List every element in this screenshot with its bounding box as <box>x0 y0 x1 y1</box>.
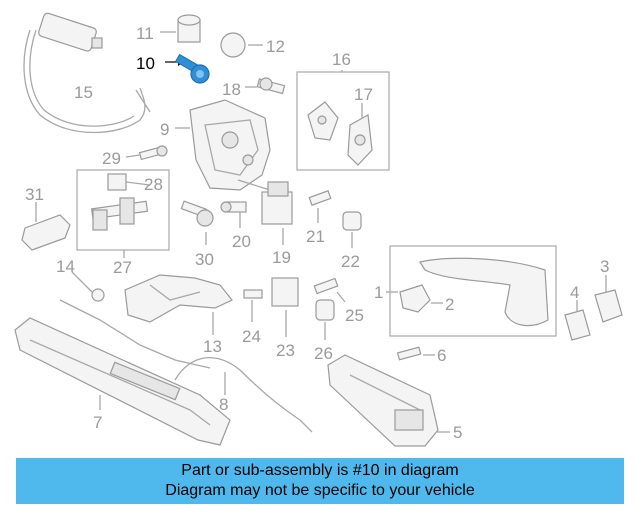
part-18-bolt <box>256 77 286 95</box>
part-3-cap <box>594 289 623 323</box>
parts-14-26 <box>91 277 339 321</box>
label-3: 3 <box>600 257 609 276</box>
label-12: 12 <box>266 37 285 56</box>
label-6: 6 <box>437 346 446 365</box>
part-10-bolt <box>165 53 210 84</box>
label-14: 14 <box>56 257 75 276</box>
label-17: 17 <box>354 85 373 104</box>
label-30: 30 <box>195 250 214 269</box>
label-5: 5 <box>453 423 462 442</box>
part-15-cable <box>23 12 151 134</box>
part-9-latch <box>189 99 271 191</box>
label-21: 21 <box>306 227 325 246</box>
label-8: 8 <box>219 395 228 414</box>
parts-diagram: 11 12 10 15 18 16 17 9 29 28 31 27 30 20… <box>14 12 623 447</box>
part-8-cable <box>174 357 313 433</box>
label-22: 22 <box>341 252 360 271</box>
label-7: 7 <box>93 413 102 432</box>
part-12-plug <box>220 32 246 58</box>
label-18: 18 <box>222 80 241 99</box>
label-9: 9 <box>160 120 169 139</box>
label-31: 31 <box>25 185 44 204</box>
label-1: 1 <box>374 283 383 302</box>
label-16: 16 <box>332 50 351 69</box>
leader-lines <box>35 31 607 433</box>
label-15: 15 <box>74 83 93 102</box>
label-19: 19 <box>272 248 291 267</box>
label-2: 2 <box>445 295 454 314</box>
part-31-bracket <box>21 214 71 251</box>
label-4: 4 <box>570 283 579 302</box>
part-11-cap <box>177 14 201 43</box>
banner-line-2: Diagram may not be specific to your vehi… <box>165 482 475 499</box>
label-20: 20 <box>232 232 251 251</box>
label-25: 25 <box>345 306 364 325</box>
label-13: 13 <box>203 337 222 356</box>
label-29: 29 <box>102 149 121 168</box>
part-labels: 11 12 10 15 18 16 17 9 29 28 31 27 30 20… <box>25 24 609 442</box>
info-banner: Part or sub-assembly is #10 in diagram D… <box>16 458 624 504</box>
parts-19-22 <box>180 181 362 231</box>
part-16-box <box>296 71 390 171</box>
label-27: 27 <box>113 258 132 277</box>
part-7-panel <box>14 317 231 446</box>
label-24: 24 <box>242 327 261 346</box>
label-26: 26 <box>314 344 333 363</box>
part-27-box <box>76 169 170 251</box>
label-10: 10 <box>136 54 155 73</box>
banner-line-1: Part or sub-assembly is #10 in diagram <box>181 462 459 479</box>
label-11: 11 <box>136 24 154 43</box>
part-13-bracket <box>59 274 233 369</box>
label-23: 23 <box>276 341 295 360</box>
part-4-cover <box>564 309 591 341</box>
part-5-handle-base <box>327 346 439 447</box>
part-29-bolt <box>138 145 168 161</box>
part-1-handle-box <box>389 245 557 337</box>
label-28: 28 <box>144 175 163 194</box>
